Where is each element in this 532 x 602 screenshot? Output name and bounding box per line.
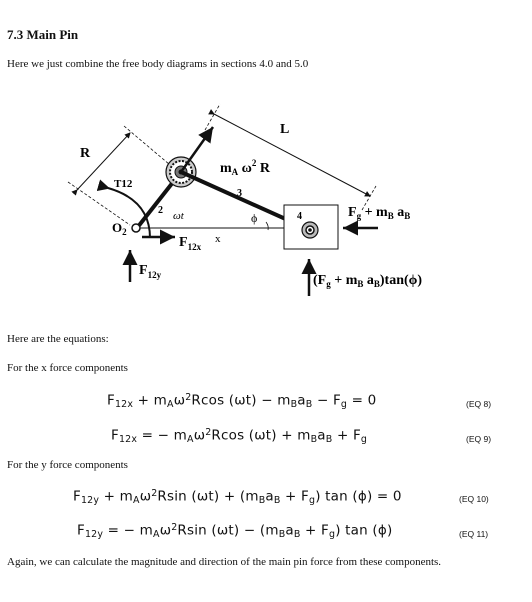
x-components-heading: For the x force components [7,362,128,374]
label-gas-force: Fg + mB aB [348,205,410,221]
label-inertia: mA ω2 R [220,158,271,177]
equation-9-number: (EQ 9) [466,434,492,444]
label-normal-force: (Fg + mB aB)tan(ϕ) [313,273,422,289]
equation-8-number: (EQ 8) [466,399,492,409]
label-f12x: F12x [179,235,202,252]
section-heading: 7.3 Main Pin [7,27,79,42]
label-omega-t: ωt [173,210,185,222]
dimension-L [204,103,377,211]
label-T12: T12 [114,178,133,190]
label-link-3: 3 [237,188,242,199]
equation-8: F12x + mAω2Rcos (ωt) − mBaB − Fg = 0 [107,392,377,411]
label-phi: ϕ [251,211,257,225]
equation-11: F12y = − mAω2Rsin (ωt) − (mBaB + Fg) tan… [77,522,393,541]
label-block-4: 4 [297,211,302,222]
closing-paragraph: Again, we can calculate the magnitude an… [7,556,442,568]
label-L: L [280,122,289,137]
equation-10: F12y + mAω2Rsin (ωt) + (mBaB + Fg) tan (… [73,488,402,507]
equation-10-number: (EQ 10) [459,494,489,504]
equation-9: F12x = − mAω2Rcos (ωt) + mBaB + Fg [111,427,368,446]
phi-arc [265,221,269,231]
label-x: x [215,233,221,245]
dimension-R [67,125,177,226]
inertia-arrow [179,126,215,173]
ground-pivot [131,223,141,233]
torque-arc [96,179,151,239]
label-link-2: 2 [158,205,163,216]
label-O2: O2 [112,220,127,237]
equation-11-number: (EQ 11) [459,529,489,539]
label-R: R [80,146,91,161]
label-f12y: F12y [139,263,162,280]
y-components-heading: For the y force components [7,459,128,471]
intro-text: Here we just combine the free body diagr… [7,58,309,70]
equations-intro: Here are the equations: [7,333,109,345]
free-body-diagram: L R T12 2 ωt O2 x mA ω2 R 3 ϕ 4 Fg + mB [67,103,422,296]
slider-pin [301,221,319,239]
